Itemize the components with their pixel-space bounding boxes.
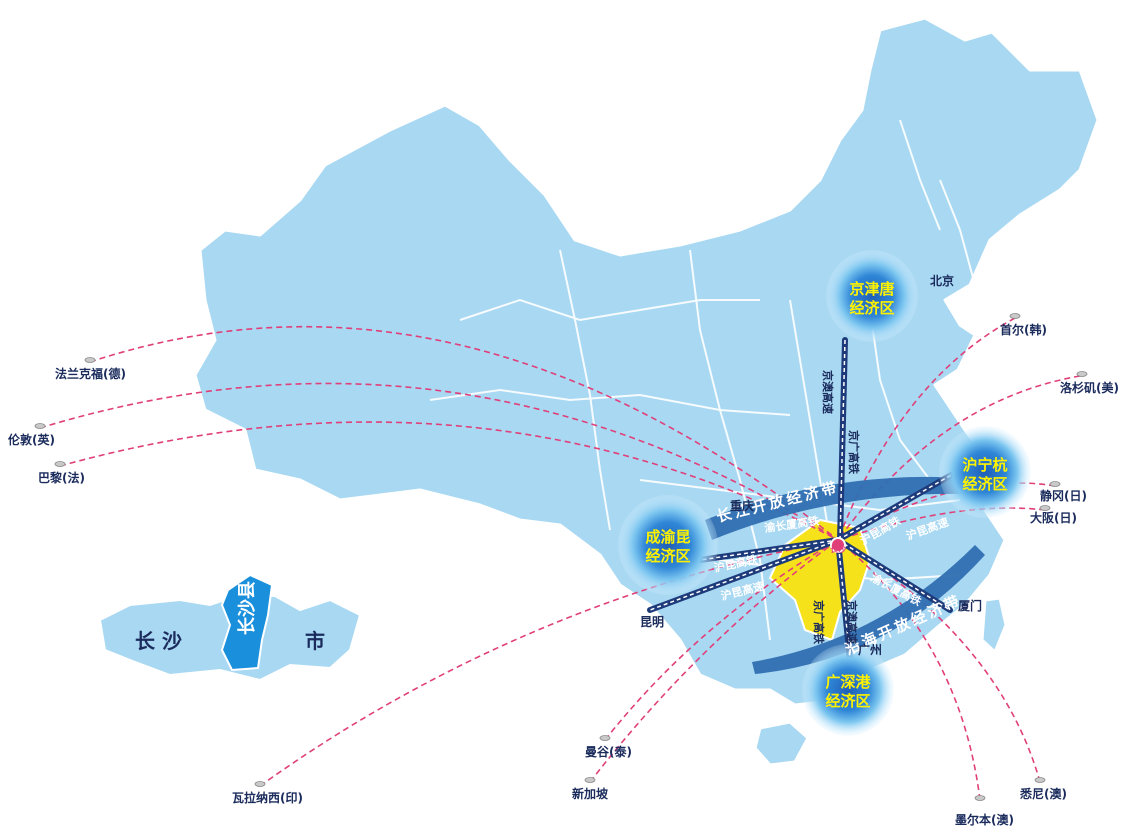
zone-jingjintang-circle bbox=[826, 250, 918, 342]
zone-huninghang-line1: 沪宁杭 bbox=[962, 456, 1007, 474]
changsha-marker bbox=[830, 537, 846, 553]
city-beijing: 北京 bbox=[930, 273, 954, 288]
zone-chengyukun-circle bbox=[618, 495, 718, 595]
city-chongqing: 重庆 bbox=[730, 498, 754, 513]
corridor-label-jinggao-2: 京澳高速 bbox=[845, 600, 859, 644]
city-guangzhou: 广州 bbox=[858, 642, 882, 657]
zone-chengyukun-line2: 经济区 bbox=[645, 547, 690, 565]
dest-paris: 巴黎(法) bbox=[38, 470, 85, 485]
changsha-county-shape bbox=[220, 573, 274, 672]
zone-jingjintang-line1: 京津唐 bbox=[849, 280, 894, 298]
corridor-label-jinggao-1: 京澳高速 bbox=[821, 370, 835, 414]
corridor-label-jinggang-2: 京广高铁 bbox=[812, 600, 826, 644]
dest-varanasi: 瓦拉纳西(印) bbox=[232, 790, 303, 805]
hunan-province bbox=[768, 518, 872, 642]
dest-sydney: 悉尼(澳) bbox=[1019, 786, 1067, 801]
dest-melbourne: 墨尔本(澳) bbox=[955, 812, 1014, 827]
zone-huninghang-line2: 经济区 bbox=[962, 475, 1007, 493]
inset-city-left: 长 沙 bbox=[135, 629, 182, 653]
inset-county: 长沙县 bbox=[237, 581, 258, 635]
city-changsha: 长沙 bbox=[830, 544, 846, 554]
changsha-inset bbox=[98, 573, 362, 682]
china-landmass bbox=[193, 16, 1100, 707]
zone-guangshengang-line1: 广深港 bbox=[825, 673, 871, 691]
dest-bangkok: 曼谷(泰) bbox=[585, 744, 632, 759]
dest-shizuoka: 静冈(日) bbox=[1040, 488, 1087, 503]
corridor-ties bbox=[649, 339, 961, 661]
corridor-label-jinggang-1: 京广高铁 bbox=[847, 430, 861, 474]
zone-guangshengang-line2: 经济区 bbox=[825, 692, 870, 710]
zone-chengyukun-line1: 成渝昆 bbox=[645, 528, 690, 546]
inset-city-right: 市 bbox=[305, 629, 325, 653]
city-xiamen: 厦门 bbox=[958, 598, 982, 613]
dest-london: 伦敦(英) bbox=[8, 432, 55, 447]
yangtze-belt bbox=[705, 476, 965, 540]
city-kunming: 昆明 bbox=[640, 615, 664, 629]
dest-singapore: 新加坡 bbox=[572, 786, 609, 801]
destination-pins bbox=[34, 313, 1088, 801]
zone-huninghang-circle bbox=[939, 426, 1031, 518]
dest-seoul: 首尔(韩) bbox=[1000, 322, 1047, 337]
taiwan-island bbox=[980, 596, 1008, 655]
zone-jingjintang-line2: 经济区 bbox=[849, 299, 894, 317]
dest-osaka: 大阪(日) bbox=[1030, 510, 1077, 525]
dest-frankfurt: 法兰克福(德) bbox=[55, 366, 126, 381]
zone-guangshengang-circle bbox=[802, 644, 894, 736]
hainan-island bbox=[753, 720, 810, 767]
dest-la: 洛杉矶(美) bbox=[1060, 380, 1119, 395]
coastal-belt bbox=[752, 545, 985, 674]
